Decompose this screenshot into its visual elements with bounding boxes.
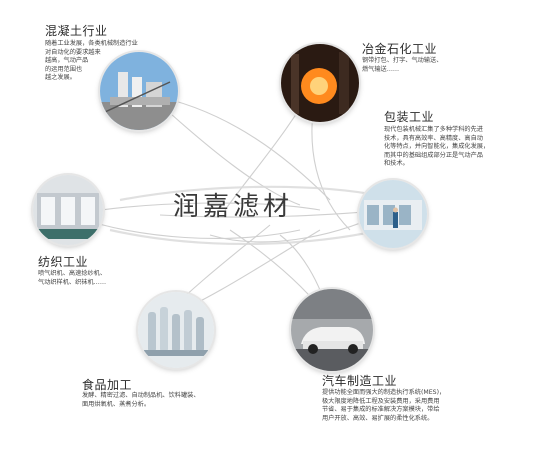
concrete-plant-photo (100, 52, 178, 130)
automotive-factory-photo (291, 289, 373, 371)
packaging-line-photo (359, 180, 427, 248)
automotive-desc: 提供功能全面而强大的制造执行系统(MES)， 极大限度地降低工程及安装费用，采用… (322, 389, 446, 422)
concrete-title: 混凝土行业 (45, 24, 108, 38)
packaging-desc: 现代包装机械汇集了多种学科的先进 技术，具有高效率、高精度、高自动 化等特点，并… (384, 126, 490, 168)
metallurgy-title: 冶金石化工业 (362, 42, 438, 56)
automotive-title: 汽车制造工业 (322, 374, 398, 388)
food-desc: 发酵、精密过滤、自动制品机、饮料罐装、 面用烘氧机、蒸煮分析。 (82, 392, 200, 408)
textile-machine-photo (33, 175, 103, 245)
metallurgy-desc: 钢带打包、打字、气动输送、 燃气输送…… (362, 57, 443, 73)
packaging-title: 包装工业 (384, 110, 435, 124)
brand-name: 润嘉滤材 (173, 192, 294, 222)
textile-title: 纺织工业 (38, 255, 89, 269)
textile-desc: 喷气织机、高速捻纱机、 气动织样机、织袜机…… (38, 270, 107, 286)
concrete-desc: 随着工业发展，各类机械制造行业 对自动化的要求越来 越高，气动产品 的运用范围也… (45, 40, 138, 82)
food-processing-photo (138, 292, 214, 368)
metallurgy-photo (281, 44, 359, 122)
food-title: 食品加工 (82, 378, 133, 392)
